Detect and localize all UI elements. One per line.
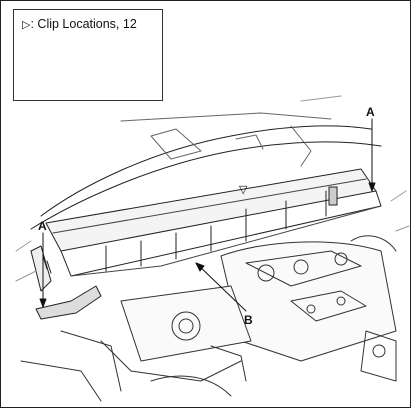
clip-location-symbol: ▷: [22, 18, 31, 31]
legend-box: ▷: Clip Locations, 12: [13, 9, 163, 101]
clip-location-text: : Clip Locations, 12: [30, 17, 137, 31]
engine-components: [220, 235, 397, 382]
background-lines: [15, 95, 410, 282]
callout-b: B: [244, 313, 253, 327]
left-end-bracket: [30, 245, 102, 320]
strut-area: [20, 285, 252, 402]
legend-label: ▷: Clip Locations, 12: [22, 17, 137, 31]
cowl-top-cover: [45, 168, 382, 277]
hood-outline: [30, 112, 382, 230]
callout-a-left: A: [38, 219, 47, 233]
clip-marker: ▽: [239, 183, 248, 196]
callout-a-right: A: [366, 105, 375, 119]
callout-leaders: [39, 118, 376, 312]
